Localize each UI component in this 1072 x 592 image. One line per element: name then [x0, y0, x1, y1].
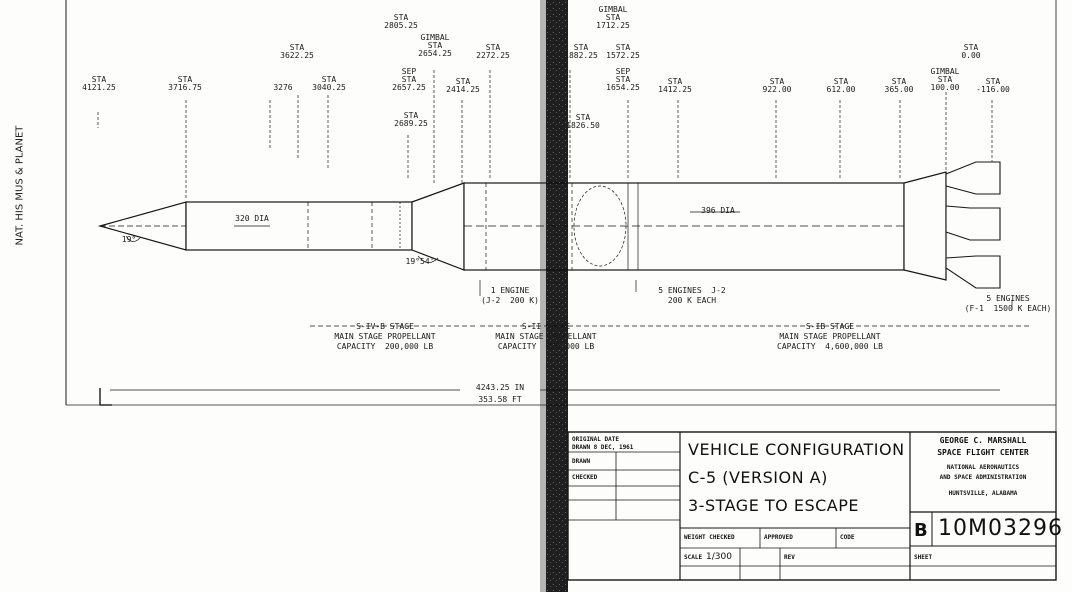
station-label: SEP STA 1654.25 [606, 67, 640, 92]
scan-seam [546, 0, 568, 592]
station-label: STA 3040.25 [312, 75, 346, 92]
drawing-title-line-1: VEHICLE CONFIGURATION [688, 440, 905, 459]
third-stage-note: S-IV-B STAGE MAIN STAGE PROPELLANT CAPAC… [334, 322, 436, 351]
f1-engine-bells [945, 161, 1001, 289]
second-stage-engine-note: 5 ENGINES J-2 200 K EACH [658, 286, 726, 305]
drawing-title-line-3: 3-STAGE TO ESCAPE [688, 496, 859, 515]
org-line-2: SPACE FLIGHT CENTER [937, 448, 1029, 457]
adapter-angle-label: 19°54' [405, 257, 435, 266]
station-leaders [97, 70, 993, 200]
lower-stages-body [463, 182, 905, 271]
upper-diameter-label: 320 DIA [235, 214, 269, 223]
station-label: GIMBAL STA 1712.25 [596, 5, 630, 30]
station-label: GIMBAL STA 100.00 [930, 67, 960, 92]
station-label: STA 2689.25 [394, 111, 428, 128]
station-label: STA 2805.25 [384, 13, 418, 30]
internal-details [100, 183, 904, 270]
cell-weight-checked: WEIGHT CHECKED [684, 534, 735, 541]
title-block-frame [567, 431, 1057, 581]
size-letter: B [914, 520, 928, 541]
station-label: STA 2272.25 [476, 43, 510, 60]
first-stage-note: S-IB STAGE MAIN STAGE PROPELLANT CAPACIT… [777, 322, 883, 351]
station-label: STA 1412.25 [658, 77, 692, 94]
station-label: 3276 [273, 83, 293, 92]
station-label: SEP STA 2657.25 [392, 67, 426, 92]
drawing-title-line-2: C-5 (VERSION A) [688, 468, 828, 487]
cell-drawn: DRAWN [572, 458, 591, 465]
cell-checked: CHECKED [572, 474, 598, 481]
first-stage-engine-note: 5 ENGINES (F-1 1500 K EACH) [964, 294, 1052, 313]
dimension-lines [110, 211, 1030, 391]
cell-sheet: SHEET [914, 554, 933, 561]
nose-angle-label: 19° [121, 235, 137, 244]
org-line-5: HUNTSVILLE, ALABAMA [948, 490, 1018, 497]
station-label: STA 1826.50 [566, 113, 600, 130]
overall-length-feet: 353.58 FT [478, 395, 522, 404]
org-line-1: GEORGE C. MARSHALL [939, 436, 1027, 445]
scale-value: 1/300 [706, 552, 732, 562]
cell-approved: APPROVED [764, 534, 793, 541]
third-stage-engine-note: 1 ENGINE (J-2 200 K) [481, 286, 539, 305]
station-label: STA 922.00 [762, 77, 792, 94]
vehicle-outline [97, 171, 947, 281]
drawing-number: 10M03296 [938, 516, 1063, 541]
station-label: STA 1882.25 [564, 43, 598, 60]
station-label: STA 1572.25 [606, 43, 640, 60]
cell-rev: REV [784, 554, 795, 561]
second-stage-note: S-II STAGE MAIN STAGE PROPELLANT CAPACIT… [495, 322, 597, 351]
station-label: STA 3716.75 [168, 75, 202, 92]
scan-seam-edge [540, 0, 546, 592]
station-label: STA 0.00 [961, 43, 981, 60]
cell-code: CODE [840, 534, 855, 541]
station-label: GIMBAL STA 2654.25 [418, 33, 452, 58]
drawn-date: DRAWN 8 DEC, 1961 [572, 444, 634, 451]
station-label: STA 3622.25 [280, 43, 314, 60]
engine-fairing [903, 171, 947, 281]
station-label: STA 2414.25 [446, 77, 480, 94]
org-line-4: AND SPACE ADMINISTRATION [939, 474, 1027, 481]
lower-diameter-label: 396 DIA [701, 206, 735, 215]
station-label: STA 4121.25 [82, 75, 116, 92]
station-label: STA 365.00 [884, 77, 914, 94]
original-date-label: ORIGINAL DATE [572, 436, 619, 443]
third-stage-body [185, 201, 413, 251]
org-line-3: NATIONAL AERONAUTICS [946, 464, 1020, 471]
scale-label: SCALE [684, 554, 703, 561]
station-label: STA 612.00 [826, 77, 856, 94]
overall-length-inches: 4243.25 IN [475, 383, 525, 392]
station-label: STA -116.00 [976, 77, 1010, 94]
